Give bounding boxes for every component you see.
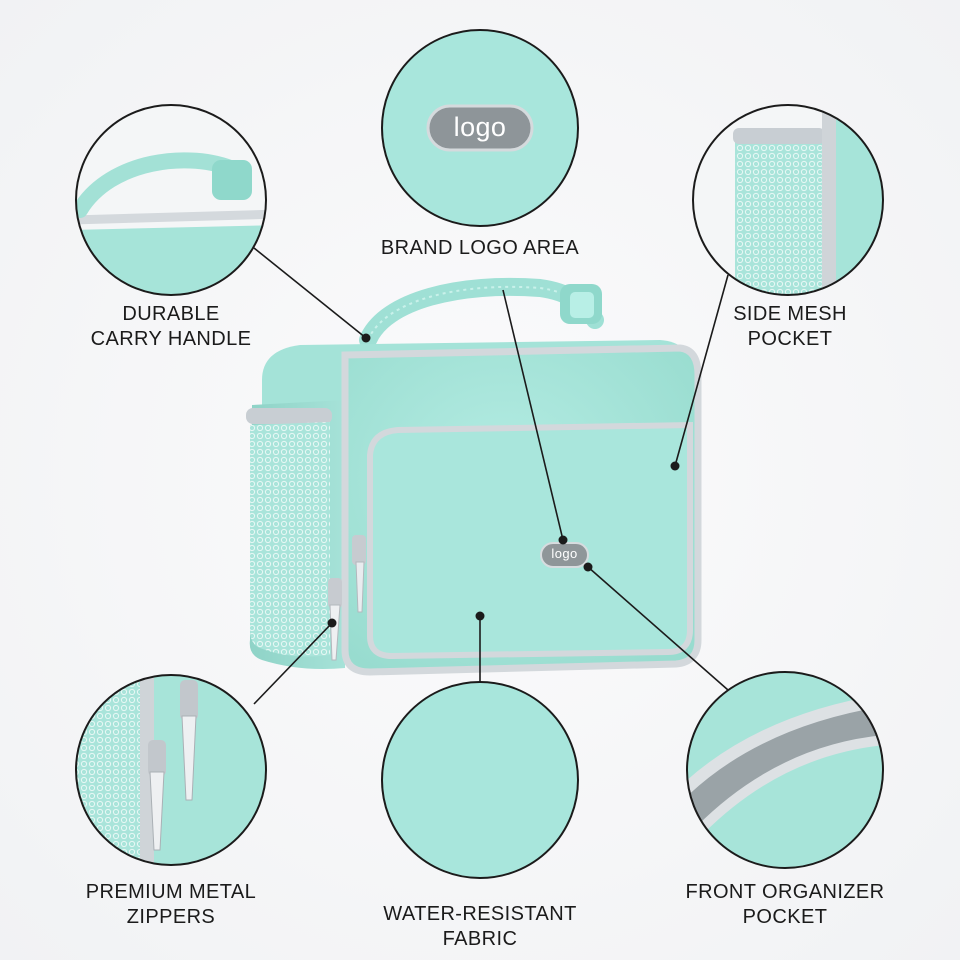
logo-dot (558, 535, 568, 545)
label-brand-logo-area: BRAND LOGO AREA (380, 237, 580, 259)
organizer-dot (583, 562, 593, 572)
bag-main (246, 277, 702, 676)
logo-badge-small-text: logo (551, 546, 578, 561)
handle-dot (361, 333, 371, 343)
detail-circle-fabric (381, 681, 579, 879)
detail-circle-organizer (686, 671, 884, 869)
detail-circle-zippers (75, 674, 267, 866)
mesh-dot (670, 461, 680, 471)
fabric-dot (475, 611, 485, 621)
leader-lines (253, 247, 729, 705)
detail-circle-mesh (692, 104, 884, 296)
detail-circle-logo (381, 29, 579, 227)
zipper-dot (327, 618, 337, 628)
detail-circle-handle (75, 104, 267, 296)
logo-badge-large-text: logo (453, 112, 507, 142)
